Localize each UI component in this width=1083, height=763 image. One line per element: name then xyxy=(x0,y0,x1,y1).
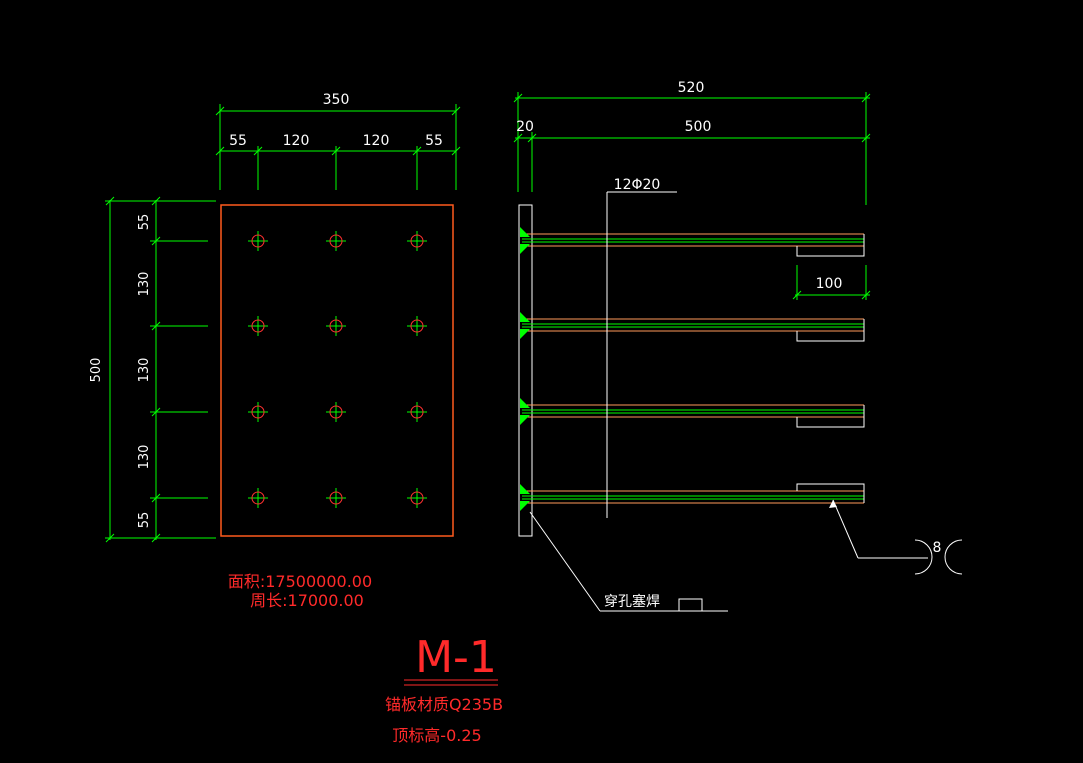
plate-perimeter-label: 周长:17000.00 xyxy=(250,591,364,610)
plug-weld-leader xyxy=(529,511,728,612)
section-dimensions xyxy=(513,92,871,300)
plate-thickness-dim: 20 xyxy=(516,119,534,135)
plan-height-sub-dim-4: 130 xyxy=(137,445,152,470)
plan-left-dimensions xyxy=(105,196,216,543)
bar-spec-label: 12Φ20 xyxy=(614,177,661,193)
anchor-bar[interactable] xyxy=(520,312,865,342)
plan-height-sub-dim-5: 55 xyxy=(137,512,152,529)
title-block: M-1 锚板材质Q235B 顶标高-0.25 xyxy=(385,632,503,745)
anchor-bar[interactable] xyxy=(520,398,865,428)
plate-area-label: 面积:17500000.00 xyxy=(228,572,372,591)
weld-fill-mark xyxy=(520,415,530,425)
weld-fill-mark xyxy=(520,227,530,237)
plan-width-overall-dim: 350 xyxy=(323,92,350,108)
anchor-hole[interactable] xyxy=(326,316,346,336)
plan-height-sub-dim-1: 55 xyxy=(137,214,152,231)
plan-width-sub-dim-2: 120 xyxy=(283,133,310,149)
anchor-hole[interactable] xyxy=(326,488,346,508)
plan-height-overall-dim: 500 xyxy=(89,358,104,383)
drawing-title: M-1 xyxy=(415,632,497,683)
weld-fill-mark xyxy=(520,398,530,408)
top-elevation-label: 顶标高-0.25 xyxy=(392,726,481,745)
anchor-hole[interactable] xyxy=(326,231,346,251)
plate-material-label: 锚板材质Q235B xyxy=(385,695,503,714)
anchor-hole[interactable] xyxy=(407,316,427,336)
anchor-hole[interactable] xyxy=(248,488,268,508)
plan-width-sub-dim-3: 120 xyxy=(363,133,390,149)
plan-view: 350 55 120 120 55 500 55 130 130 130 xyxy=(89,92,461,543)
anchor-hole[interactable] xyxy=(248,402,268,422)
anchor-hole[interactable] xyxy=(248,316,268,336)
weld-size-label: 8 xyxy=(933,540,942,556)
weld-fill-mark xyxy=(520,501,530,511)
anchor-hole[interactable] xyxy=(407,488,427,508)
weld-fill-mark xyxy=(520,329,530,339)
hook-length-dim: 100 xyxy=(816,276,843,292)
plug-weld-label: 穿孔塞焊 xyxy=(604,593,660,610)
anchor-hole[interactable] xyxy=(326,402,346,422)
section-view: 520 20 500 100 12Φ20 穿孔塞焊 8 xyxy=(513,80,963,612)
plan-width-sub-dim-4: 55 xyxy=(425,133,443,149)
weld-fill-mark xyxy=(520,484,530,494)
section-overall-length-dim: 520 xyxy=(678,80,705,96)
anchor-plate-outline[interactable] xyxy=(220,204,454,537)
anchor-hole[interactable] xyxy=(407,402,427,422)
weld-fill-mark xyxy=(520,244,530,254)
plan-top-dimensions xyxy=(215,104,461,190)
anchor-hole-grid xyxy=(248,231,427,508)
bar-length-dim: 500 xyxy=(685,119,712,135)
plan-height-sub-dim-3: 130 xyxy=(137,358,152,383)
anchor-bar[interactable] xyxy=(520,483,865,511)
plate-section[interactable] xyxy=(518,204,533,537)
anchor-bars xyxy=(520,227,865,511)
anchor-bar[interactable] xyxy=(520,227,865,257)
plan-height-sub-dim-2: 130 xyxy=(137,272,152,297)
weld-arrow-icon xyxy=(829,500,837,508)
weld-symbol-leader xyxy=(832,499,963,575)
anchor-hole[interactable] xyxy=(407,231,427,251)
weld-fill-mark xyxy=(520,312,530,322)
plan-width-sub-dim-1: 55 xyxy=(229,133,247,149)
bar-spec-leader xyxy=(606,191,677,518)
anchor-hole[interactable] xyxy=(248,231,268,251)
